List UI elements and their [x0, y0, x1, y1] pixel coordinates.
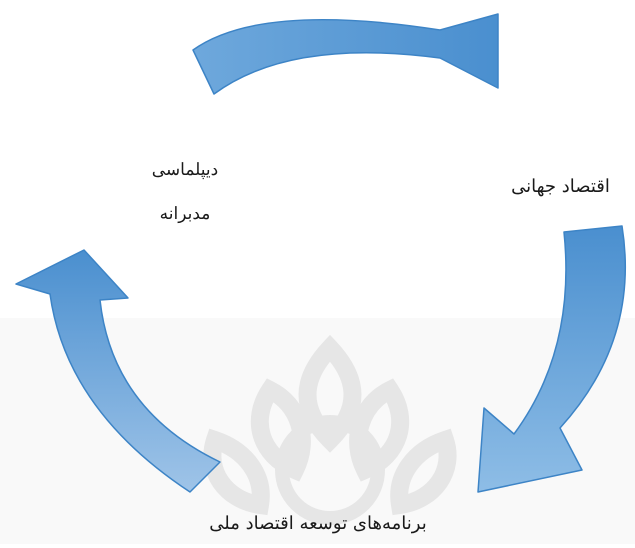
node-label-diplomacy-line-1: دیپلماسی — [151, 160, 219, 180]
curved-arrow-icon — [15, 249, 221, 493]
curved-arrow-icon — [192, 13, 499, 95]
node-label-national-programs: برنامه‌های توسعه اقتصاد ملی — [209, 513, 427, 534]
curved-arrow-icon — [477, 225, 627, 493]
node-label-diplomacy: دیپلماسی مدبرانه — [120, 148, 250, 236]
node-label-global-economy: اقتصاد جهانی — [511, 176, 610, 197]
node-label-diplomacy-line-2: مدبرانه — [159, 204, 211, 224]
